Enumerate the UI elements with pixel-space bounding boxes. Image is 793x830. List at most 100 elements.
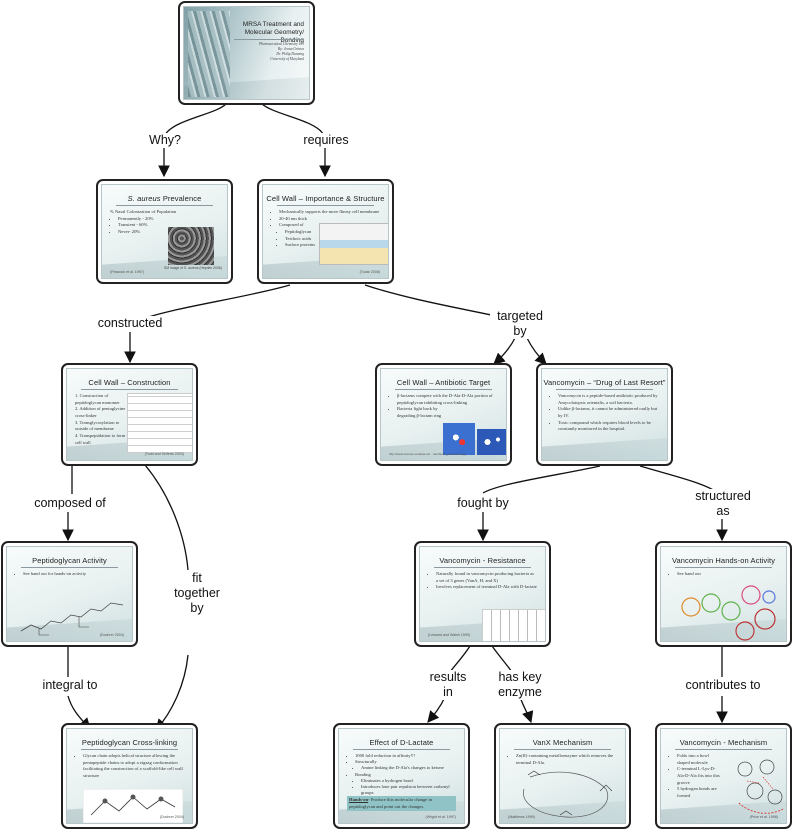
edge-fit-crosslinking [155,654,189,731]
antibiotic-body: β-lactams compete with the D-Ala-D-Ala p… [381,393,506,420]
lastresort-item: Toxic compound which requires blood leve… [558,420,659,433]
lactate-item: Bonding [355,772,456,778]
lactate-subitem: Amine linking the D-Ala's changes to ket… [361,765,456,771]
peptidoglycan-item: See hand out for hands-on activity [23,571,124,578]
slide-construction: Cell Wall – Construction 1. Construction… [66,368,193,461]
cellwall-diagram [319,223,388,265]
lactate-subitem: Introduces lone pair repulsion between c… [361,784,456,796]
mechanism-item: Folds into a bowl shaped molecule [677,753,721,766]
lastresort-item: Vancomycin is a peptide-based antibiotic… [558,393,659,406]
slide-prevalence: S. aureus Prevalence % Nasal Colonizatio… [101,184,228,279]
crosslinking-citation: (Dochrer 2004) [159,815,184,819]
lactate-rule [353,749,450,750]
node-crosslinking[interactable]: Peptidoglycan Cross-linking Glycan chain… [61,723,198,829]
cellwall-sublist: Peptidoglycan Teichoic acids Surface pro… [271,229,380,249]
edge-label-results-in: results in [420,670,476,700]
edge-label-structured-line2: as [716,504,730,518]
mechanism-title: Vancomycin - Mechanism [679,738,768,747]
vanx-item: Zn(II)-containing metalloenzyme which re… [516,753,617,766]
node-vancomycin-resistance[interactable]: Vancomycin - Resistance Naturally found … [414,541,551,647]
node-vancomycin-mechanism[interactable]: Vancomycin - Mechanism Folds into a bowl… [655,723,792,829]
construction-diagram [127,393,192,453]
node-d-lactate[interactable]: Effect of D-Lactate 1000 fold reduction … [333,723,470,829]
edge-targeted-antibiotic [493,337,516,365]
lactate-list-bonding: Bonding [347,772,456,778]
prevalence-body: % Nasal Colonization of Population Perma… [102,209,227,236]
slide-last-resort: Vancomycin – “Drug of Last Resort” Vanco… [541,368,668,461]
prevalence-item: Never- 20% [118,229,170,236]
mechanism-item: C-terminal L-Lys-D-Ala-D-Ala fits into t… [677,766,721,786]
slide-resistance: Vancomycin - Resistance Naturally found … [419,546,546,642]
node-peptidoglycan-activity[interactable]: Peptidoglycan Activity See hand out for … [1,541,138,647]
prevalence-item: Permanently - 20% [118,216,170,223]
node-antibiotic-target[interactable]: Cell Wall – Antibiotic Target β-lactams … [375,363,512,466]
edge-label-structured-line1: structured [695,489,751,503]
molecule-image-2 [477,429,506,455]
title-heading: MRSA Treatment and Molecular Geometry/ B… [242,21,304,44]
edge-label-constructed: constructed [92,316,168,331]
handson-item: See hand out [677,571,778,578]
vanx-list: Zn(II)-containing metalloenzyme which re… [508,753,617,766]
sem-image [168,227,214,265]
mechanism-citation: (Price et al. 1998) [749,815,778,819]
node-prevalence[interactable]: S. aureus Prevalence % Nasal Colonizatio… [96,179,233,284]
construction-title: Cell Wall – Construction [88,378,171,387]
cellwall-citation: (Todar 2008) [359,270,380,274]
mechanism-rule [675,749,772,750]
lactate-handson-box: Hands-on- Produce this molecular change … [347,796,456,811]
construction-step: 2. Addition of pentaglycine cross-linker [75,406,126,418]
lastresort-list: Vancomycin is a peptide-based antibiotic… [550,393,659,433]
handson-rule [675,567,772,568]
edge-cellwall-constructed [139,284,291,321]
edge-title-requires [261,103,324,135]
edge-lastresort-fought [482,465,601,494]
edge-label-fit-line3: by [190,601,204,615]
edge-label-haskey-line2: enzyme [498,685,542,699]
edge-cellwall-targeted [364,284,506,319]
edge-results-lactate [427,696,446,723]
slide-peptidoglycan: Peptidoglycan Activity See hand out for … [6,546,133,642]
crosslinking-rule [81,749,178,750]
sem-caption: SM image of S. aureus (Heyden 2006) [164,266,222,270]
mechanism-list: Folds into a bowl shaped molecule C-term… [669,753,721,800]
lab-equipment-image [188,11,230,97]
prevalence-title-species: S. aureus [127,194,161,203]
crosslinking-body: Glycan chain adopts helical structure al… [67,753,192,780]
prevalence-heading: % Nasal Colonization of Population [110,209,177,214]
node-cellwall-structure[interactable]: Cell Wall – Importance & Structure Mecha… [257,179,394,284]
node-last-resort[interactable]: Vancomycin – “Drug of Last Resort” Vanco… [536,363,673,466]
peptidoglycan-structure [20,602,124,636]
slide-cellwall-structure: Cell Wall – Importance & Structure Mecha… [262,184,389,279]
node-vanx-mechanism[interactable]: VanX Mechanism Zn(II)-containing metallo… [494,723,631,829]
mechanism-item: 5 hydrogen bonds are formed [677,786,721,799]
handson-list: See hand out [669,571,778,578]
peptidoglycan-title: Peptidoglycan Activity [32,556,107,565]
edge-label-results-line1: results [429,670,467,684]
edge-label-fought-by: fought by [448,496,518,511]
lastresort-item: Unlike β-lactams, it cannot be administe… [558,406,659,419]
node-cellwall-construction[interactable]: Cell Wall – Construction 1. Construction… [61,363,198,466]
edge-label-composed-of: composed of [26,496,114,511]
vanx-title: VanX Mechanism [532,738,593,747]
crosslinking-item: Glycan chain adopts helical structure al… [83,753,184,780]
edge-label-fit-together-by: fit together by [170,571,224,616]
edge-label-targeted-line1: targeted [497,309,543,323]
mechanism-body: Folds into a bowl shaped molecule C-term… [661,753,729,800]
lastresort-title: Vancomycin – “Drug of Last Resort” [543,378,666,387]
cellwall-list: Mechanically supports the more flimsy ce… [271,209,380,229]
edge-targeted-lastresort [526,337,547,365]
node-title-slide[interactable]: MRSA Treatment and Molecular Geometry/ B… [178,1,315,105]
edge-label-integral-to: integral to [34,678,106,693]
resistance-item: Naturally found in vancomycin producing … [436,571,537,584]
edge-label-results-line2: in [443,685,453,699]
antibiotic-item: β-lactams compete with the D-Ala-D-Ala p… [397,393,498,406]
crosslinking-list: Glycan chain adopts helical structure al… [75,753,184,780]
construction-rule [81,389,178,390]
edge-label-targeted: targeted by [490,309,550,339]
node-handson-activity[interactable]: Vancomycin Hands-on Activity See hand ou… [655,541,792,647]
construction-step: 4. Transpeptidation to form cell wall [75,432,126,445]
edge-resistance-haskey [491,645,513,673]
prevalence-rule [116,205,213,206]
edge-label-requires: requires [298,133,354,148]
resistance-body: Naturally found in vancomycin producing … [420,571,545,591]
